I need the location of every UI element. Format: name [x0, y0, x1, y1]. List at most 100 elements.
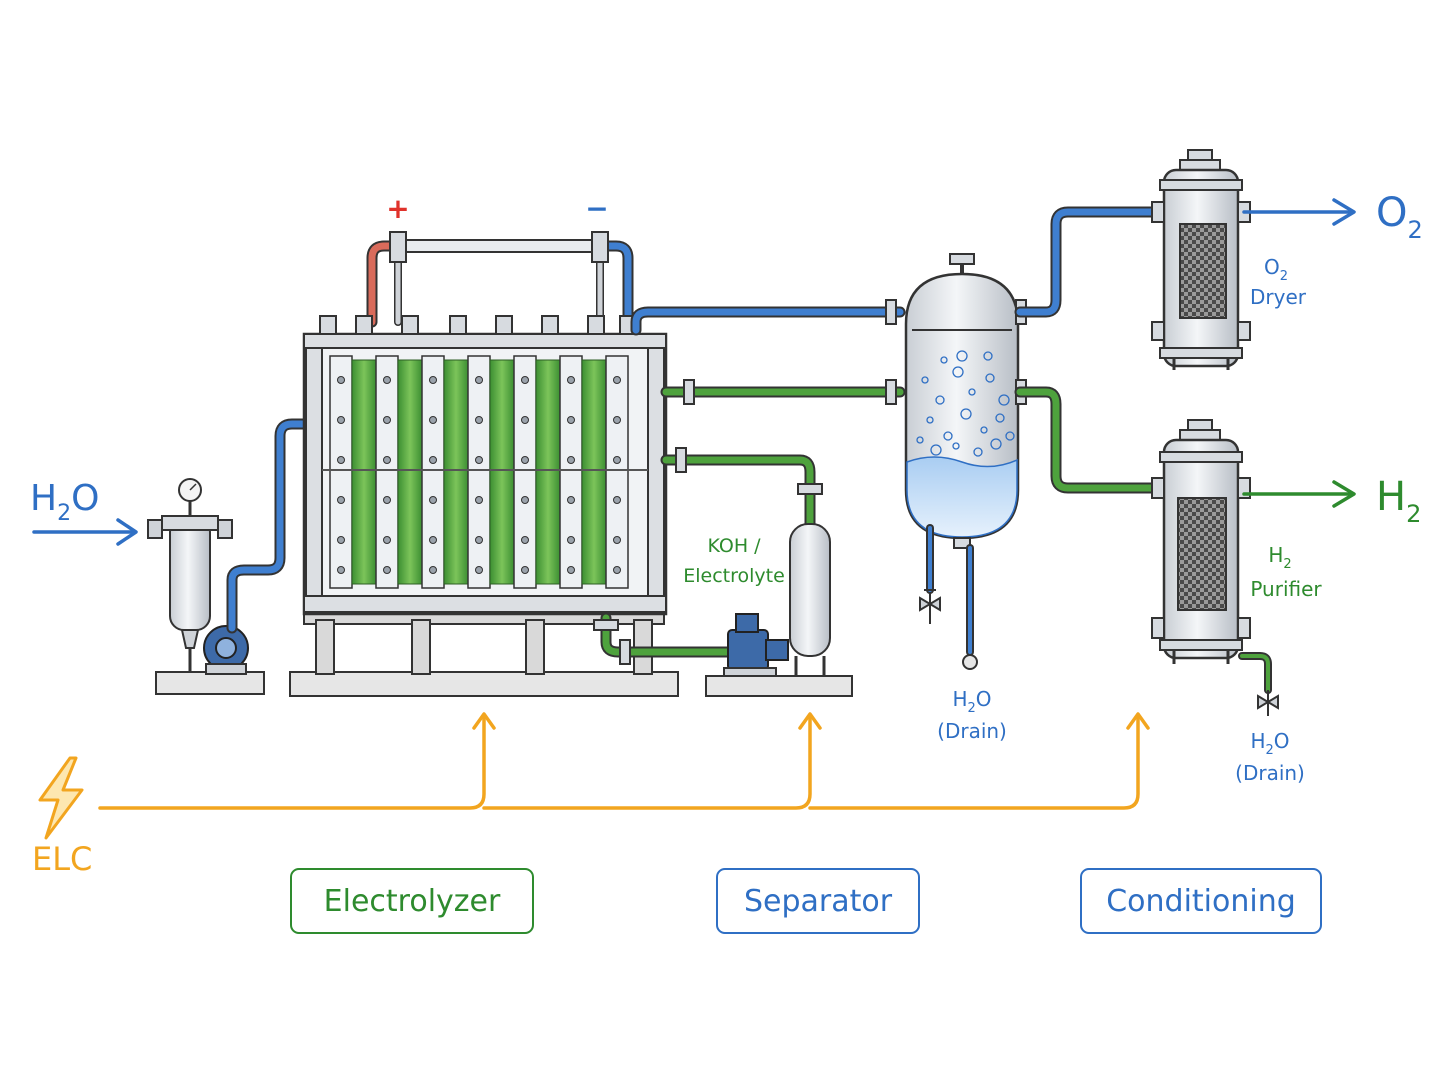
gas-bubble	[940, 356, 948, 364]
plate-bolt	[429, 376, 437, 384]
plate-bolt	[429, 566, 437, 574]
plate-bolt	[383, 566, 391, 574]
feed-filter-pump-skid	[147, 478, 265, 695]
stage-box-conditioning: Conditioning	[1080, 868, 1322, 934]
pipe-flanges	[683, 299, 897, 405]
plate-bolt	[429, 536, 437, 544]
terminal-bus-piping	[366, 239, 634, 328]
gas-bubble	[968, 388, 976, 396]
electrolyte-cell	[397, 359, 423, 585]
purifier-drain-label-line1: H2O	[1250, 729, 1289, 758]
purifier-drain-label-line2: (Drain)	[1235, 761, 1305, 785]
gas-liquid-separator	[904, 253, 1027, 549]
plate-bolt	[613, 456, 621, 464]
gas-bubble	[990, 438, 1002, 450]
water-feed-pipe	[226, 418, 310, 634]
stack-nozzle	[319, 315, 337, 335]
electrolyte-loop	[600, 454, 816, 658]
plate-bolt	[613, 376, 621, 384]
gas-bubble	[985, 373, 995, 383]
gas-bubble	[983, 351, 993, 361]
plate-bolt	[337, 536, 345, 544]
stack-nozzle	[449, 315, 467, 335]
stage-label-conditioning: Conditioning	[1106, 883, 1296, 919]
electrolyte-flanges	[593, 447, 823, 665]
gas-bubble	[952, 366, 964, 378]
stage-label-electrolyzer: Electrolyzer	[323, 883, 501, 919]
gas-bubble	[960, 408, 972, 420]
gas-bubble	[973, 447, 983, 457]
stack-nozzle	[587, 315, 605, 335]
gas-bubble	[921, 376, 929, 384]
gas-bubble	[935, 395, 945, 405]
electrolyte-cell	[443, 359, 469, 585]
plate-bolt	[475, 456, 483, 464]
electrode-plate	[513, 355, 537, 589]
plate-bolt	[383, 416, 391, 424]
electrolyte-cell	[581, 359, 607, 585]
stage-label-separator: Separator	[743, 883, 893, 919]
bus-valves	[389, 231, 609, 263]
plate-bolt	[383, 376, 391, 384]
o2-dryer-label-line1: O2	[1264, 255, 1288, 284]
stage-box-electrolyzer: Electrolyzer	[290, 868, 534, 934]
gas-bubble	[995, 413, 1005, 423]
plate-bolt	[521, 376, 529, 384]
drain-valve-icon	[919, 589, 978, 670]
stack-nozzle	[495, 315, 513, 335]
water-input-label: H2O	[30, 478, 99, 526]
plate-bolt	[613, 496, 621, 504]
plate-bolt	[567, 566, 575, 574]
plate-bolt	[567, 376, 575, 384]
electrolyte-label-line2: Electrolyte	[683, 565, 785, 587]
plate-bolt	[475, 416, 483, 424]
gas-bubble	[998, 394, 1010, 406]
oxygen-dryer-vessel	[1151, 149, 1251, 370]
plate-bolt	[521, 496, 529, 504]
gas-bubble	[952, 442, 960, 450]
plate-bolt	[383, 536, 391, 544]
plate-bolt	[521, 456, 529, 464]
hydrogen-pipe-to-purifier	[1014, 386, 1166, 494]
plate-bolt	[521, 416, 529, 424]
plate-bolt	[383, 456, 391, 464]
plate-bolt	[337, 376, 345, 384]
electrolyte-cell	[535, 359, 561, 585]
separator-drain-label-line2: (Drain)	[937, 719, 1007, 743]
electrolyte-cell	[489, 359, 515, 585]
gas-bubbles	[916, 350, 1015, 457]
electrode-plate	[421, 355, 445, 589]
plate-bolt	[337, 496, 345, 504]
electrolyte-cell	[351, 359, 377, 585]
electrolyzer-stack	[289, 332, 679, 697]
plate-bolt	[567, 456, 575, 464]
plate-bolt	[337, 456, 345, 464]
oxygen-output-label: O2	[1376, 190, 1423, 244]
gas-bubble	[916, 436, 924, 444]
plate-bolt	[429, 456, 437, 464]
electrode-plate	[375, 355, 399, 589]
plate-bolt	[429, 416, 437, 424]
plate-bolt	[567, 416, 575, 424]
separator-drains	[926, 524, 974, 656]
electricity-lines	[98, 712, 1150, 810]
gas-bubble	[956, 350, 968, 362]
stack-nozzle	[541, 315, 559, 335]
plate-bolt	[475, 496, 483, 504]
electrode-plate	[605, 355, 629, 589]
plate-bolt	[475, 536, 483, 544]
plate-bolt	[337, 416, 345, 424]
h2-purifier-label-line2: Purifier	[1250, 577, 1322, 601]
water-inlet-arrow	[32, 518, 138, 546]
gas-bubble	[1005, 431, 1015, 441]
electrode-plate	[559, 355, 583, 589]
plate-bolt	[521, 566, 529, 574]
plate-bolt	[429, 496, 437, 504]
stage-box-separator: Separator	[716, 868, 920, 934]
stack-nozzle	[355, 315, 373, 335]
plate-bolt	[475, 376, 483, 384]
plate-bolt	[521, 536, 529, 544]
purifier-drain-valve-icon	[1257, 690, 1279, 716]
purifier-drain-line	[1238, 652, 1272, 694]
stack-top-nozzles	[319, 315, 637, 335]
